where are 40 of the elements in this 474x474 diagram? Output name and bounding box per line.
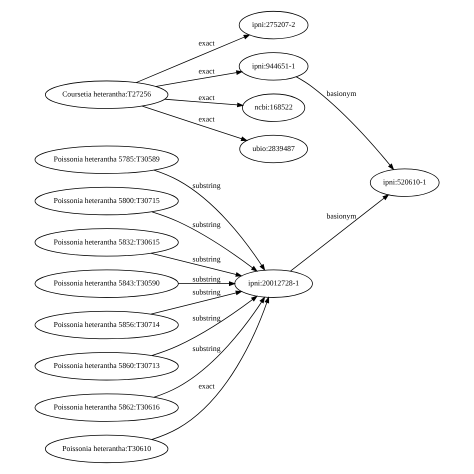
arrow xyxy=(290,194,390,272)
edge-label: substring xyxy=(192,254,221,264)
node-ellipse: ncbi:168522 xyxy=(242,94,306,122)
node-ellipse: Coursetia heterantha:T27256 xyxy=(45,80,168,109)
arrow xyxy=(136,34,250,83)
edge-label: basionym xyxy=(326,212,356,221)
node-ellipse: Poissonia heterantha 5856:T30714 xyxy=(34,310,179,340)
arrow xyxy=(151,296,270,440)
arrow xyxy=(150,252,243,277)
arrow xyxy=(154,296,266,398)
node-ellipse: ipni:520610-1 xyxy=(370,168,440,197)
edge-label: substring xyxy=(192,313,221,322)
arrow xyxy=(178,281,236,286)
node-ellipse: Poissonia heterantha:T30610 xyxy=(45,434,168,464)
node-ellipse: Poissonia heterantha 5832:T30615 xyxy=(34,228,179,256)
node-ellipse: Poissonia heterantha 5843:T30590 xyxy=(34,270,179,298)
edge-label: exact xyxy=(198,93,215,102)
arrow xyxy=(155,70,244,87)
edge-label: substring xyxy=(192,287,221,296)
arrow xyxy=(154,170,266,271)
edge-label: exact xyxy=(198,381,215,390)
edge-label: exact xyxy=(198,66,215,76)
arrow xyxy=(296,76,394,170)
arrow xyxy=(150,290,243,314)
arrow xyxy=(142,106,248,141)
edge-label: substring xyxy=(192,220,221,230)
arrow xyxy=(152,211,258,272)
edge-label: substring xyxy=(192,274,221,284)
arrow xyxy=(152,296,258,356)
edge-label: substring xyxy=(192,344,221,353)
edge-label: exact xyxy=(198,38,215,48)
node-ellipse: Poissonia heterantha 5785:T30589 xyxy=(34,146,179,174)
edge-label: substring xyxy=(192,181,221,190)
node-ellipse: ipni:944651-1 xyxy=(238,52,308,81)
arrow xyxy=(164,98,244,108)
node-ellipse: Poissonia heterantha 5800:T30715 xyxy=(34,186,179,216)
edge-label: exact xyxy=(198,114,215,124)
node-ellipse: Poissonia heterantha 5860:T30713 xyxy=(34,352,179,380)
edge-label: basionym xyxy=(326,89,356,98)
node-ellipse: Poissonia heterantha 5862:T30616 xyxy=(34,393,179,422)
